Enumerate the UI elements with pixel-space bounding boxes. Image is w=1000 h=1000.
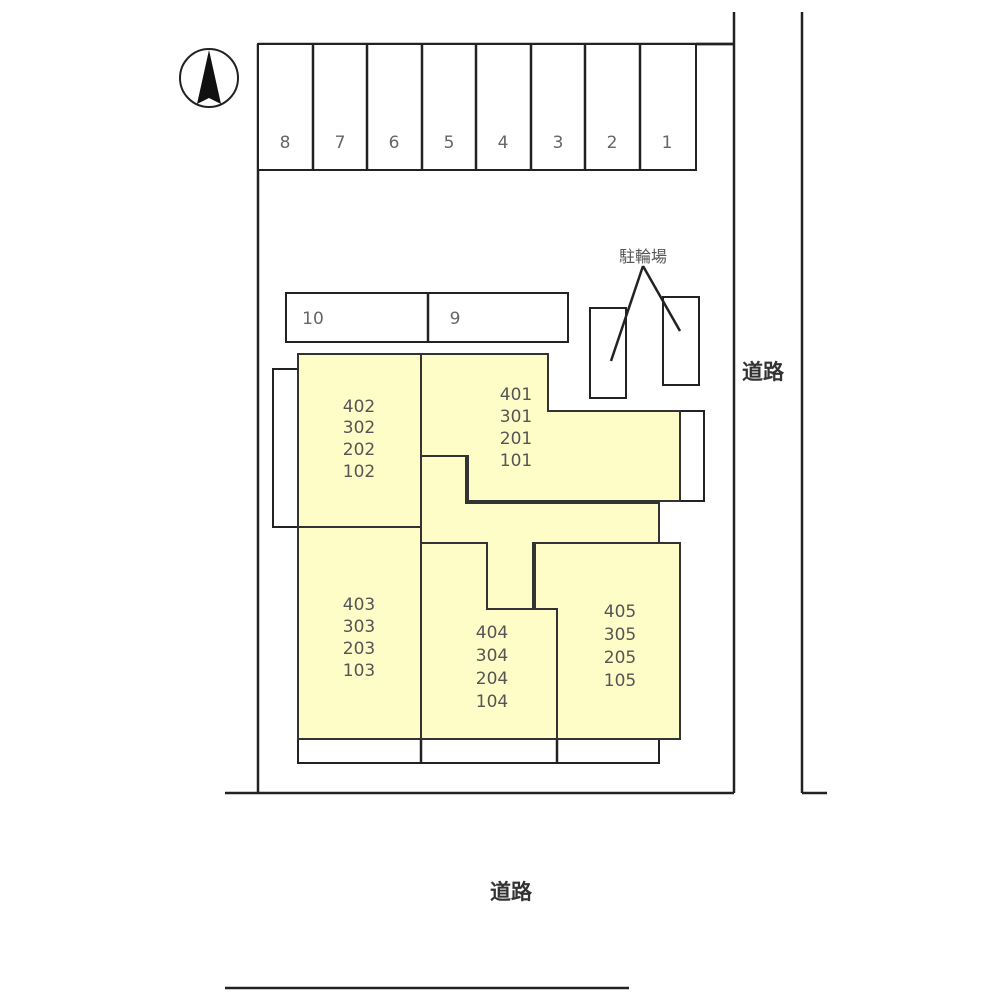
room-label: 305 [604,625,636,645]
unit-x05-labels: 405 305 205 105 [604,602,636,691]
parking-space-4: 4 [498,133,509,153]
room-label: 204 [476,669,508,689]
north-compass-icon [179,48,239,108]
east-road-label: 道路 [742,360,785,384]
building-unit-x01 [420,353,681,502]
bicycle-parking-label: 駐輪場 [619,247,667,266]
parking-space-10: 10 [302,309,324,329]
unit-x01-labels: 401 301 201 101 [500,385,532,471]
room-label: 104 [476,692,508,712]
parking-space-1: 1 [662,133,673,153]
parking-row-top: 8 7 6 5 4 3 2 1 [257,43,697,171]
unit-x03-labels: 403 303 203 103 [343,595,375,681]
bicycle-parking: 駐輪場 [589,247,700,399]
room-label: 405 [604,602,636,622]
room-label: 403 [343,595,375,615]
room-label: 101 [500,451,532,471]
parking-space-5: 5 [444,133,455,153]
room-label: 304 [476,646,508,666]
parking-space-3: 3 [553,133,564,153]
room-label: 103 [343,661,375,681]
room-label: 303 [343,617,375,637]
balcony-strip-south [297,738,660,764]
parking-space-6: 6 [389,133,400,153]
building-unit-x05 [534,542,681,740]
parking-space-9: 9 [450,309,461,329]
parking-space-2: 2 [607,133,618,153]
room-label: 401 [500,385,532,405]
room-label: 404 [476,623,508,643]
parking-space-8: 8 [280,133,291,153]
room-label: 105 [604,671,636,691]
room-label: 301 [500,407,532,427]
parking-row-middle: 10 9 [285,292,569,343]
south-road-label: 道路 [490,880,533,904]
parking-space-7: 7 [335,133,346,153]
side-annex-east [677,410,705,502]
unit-x02-labels: 402 302 202 102 [343,397,375,482]
east-road-edge [800,12,827,795]
room-label: 203 [343,639,375,659]
unit-x04-labels: 404 304 204 104 [476,623,508,712]
room-label: 102 [343,462,375,482]
room-label: 302 [343,418,375,438]
room-label: 201 [500,429,532,449]
room-label: 205 [604,648,636,668]
room-label: 402 [343,397,375,417]
building-unit-x03 [297,526,422,740]
room-label: 202 [343,440,375,460]
